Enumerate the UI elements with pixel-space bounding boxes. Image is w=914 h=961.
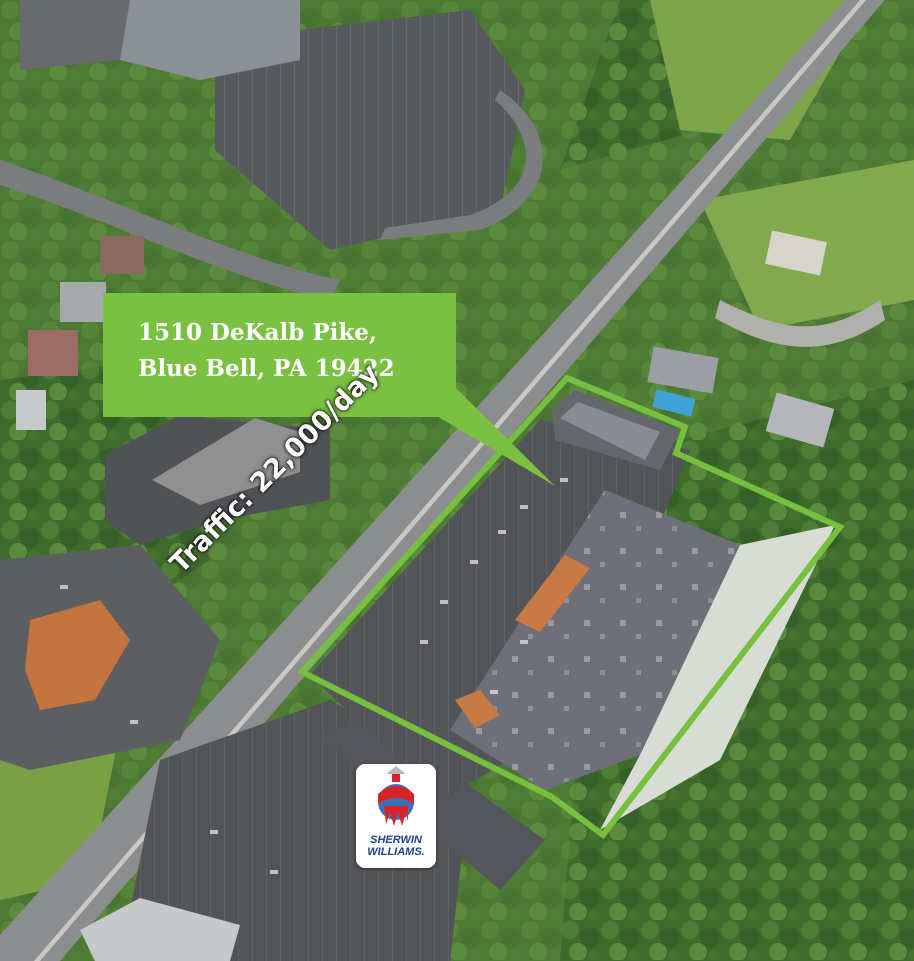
address-line-1: 1510 DeKalb Pike, [138, 319, 377, 346]
property-boundary [297, 374, 845, 840]
address-callout: 1510 DeKalb Pike, Blue Bell, PA 19422 [103, 293, 456, 417]
logo-line-2: WILLIAMS. [367, 846, 425, 858]
address-line-2: Blue Bell, PA 19422 [138, 355, 395, 382]
sherwin-williams-logo: SHERWIN WILLIAMS. [356, 764, 436, 868]
paint-globe-icon [378, 766, 414, 826]
logo-line-1: SHERWIN [370, 834, 422, 846]
callout-pointer [430, 388, 555, 486]
